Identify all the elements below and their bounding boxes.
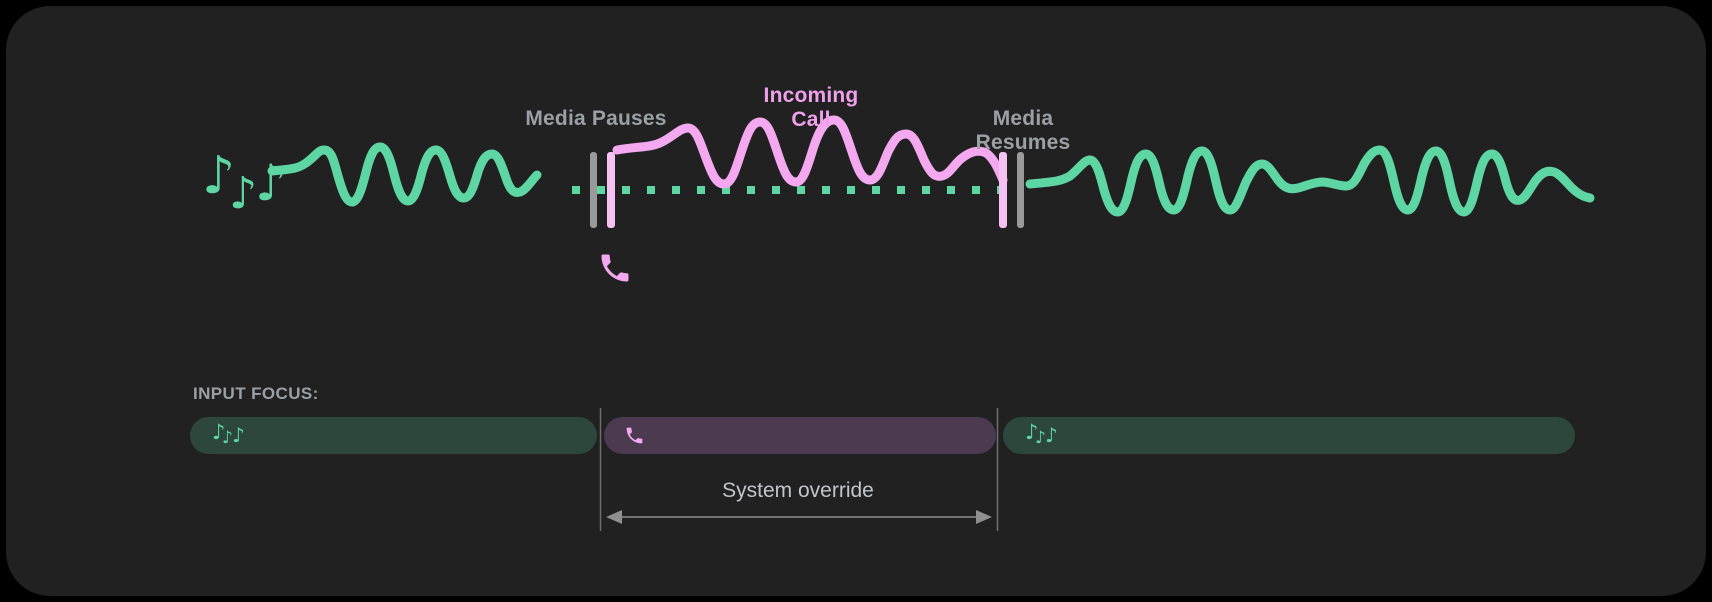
eighth-note-icon: ♪ [255, 154, 287, 212]
eighth-note-icon: ♪ [1045, 423, 1058, 447]
eighth-note-icon: ♪ [229, 168, 258, 219]
phone-icon [624, 425, 645, 446]
media-waveform-left [267, 142, 542, 207]
phone-icon [597, 250, 633, 286]
music-notes-icon: ♪ ♪ ♪ [212, 422, 252, 450]
music-notes-icon: ♪ ♪ ♪ [1025, 422, 1065, 450]
eighth-note-icon: ♪ [1025, 420, 1039, 444]
media-waveform-right [1025, 145, 1595, 217]
input-focus-media-segment-right: ♪ ♪ ♪ [1003, 417, 1575, 454]
incoming-call-label: Incoming Call [763, 84, 859, 131]
input-focus-label: INPUT FOCUS: [193, 384, 319, 403]
media-pause-bar-gray [590, 152, 597, 228]
eighth-note-icon: ♪ [202, 146, 236, 206]
call-start-bar-pink [607, 152, 615, 228]
media-resumes-label: Media Resumes [975, 107, 1071, 154]
eighth-note-icon: ♪ [232, 423, 245, 447]
arrowhead-right-icon [976, 510, 992, 524]
eighth-note-icon: ♪ [222, 428, 233, 448]
arrowhead-left-icon [606, 510, 622, 524]
call-end-bar-pink [999, 152, 1007, 228]
eighth-note-icon: ♪ [212, 420, 226, 444]
eighth-note-icon: ♪ [1035, 428, 1046, 448]
diagram-card [6, 6, 1706, 596]
input-focus-media-segment-left: ♪ ♪ ♪ [190, 417, 597, 454]
media-resume-bar-gray [1017, 152, 1024, 228]
input-focus-call-segment [604, 417, 996, 454]
media-pauses-label: Media Pauses [525, 107, 667, 130]
music-notes-icon: ♪ ♪ ♪ [202, 140, 287, 220]
system-override-label: System override [722, 479, 874, 502]
